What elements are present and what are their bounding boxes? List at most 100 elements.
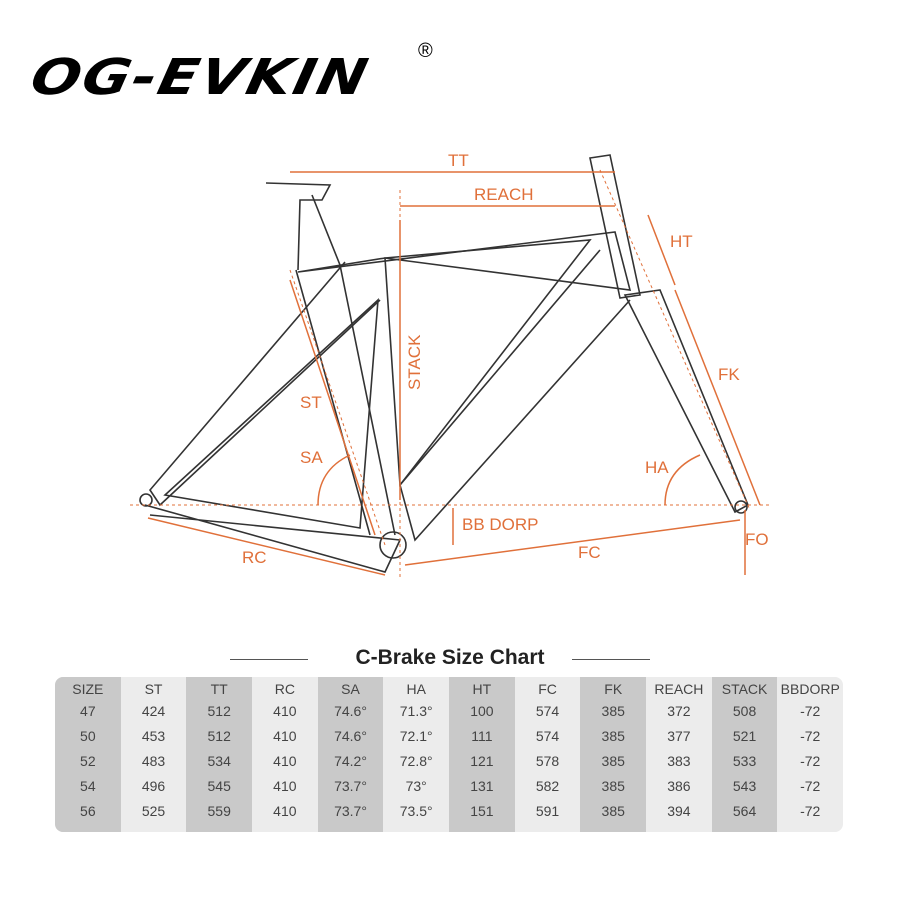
table-cell: 52 — [80, 753, 96, 769]
frame-geometry-diagram: TT REACH HT STACK FK ST SA HA BB DORP RC… — [130, 151, 770, 580]
table-cell: 545 — [207, 778, 231, 794]
seat-stay — [148, 261, 381, 507]
table-cell: 453 — [141, 728, 166, 744]
rear-dropout — [139, 493, 153, 507]
table-cell: 574 — [535, 703, 560, 719]
table-cell: 394 — [667, 803, 691, 819]
label-rc: RC — [242, 548, 267, 567]
table-cell: 385 — [601, 803, 625, 819]
table-column: HA 71.3° 72.1° 72.8° 73° 73.5° — [383, 677, 449, 832]
table-cell: 71.3° — [399, 703, 433, 719]
table-cell: 74.2° — [334, 753, 367, 769]
column-header: REACH — [654, 681, 704, 697]
table-cell: -72 — [800, 803, 821, 819]
table-cell: 496 — [141, 778, 166, 794]
table-cell: 72.8° — [399, 753, 433, 769]
label-ha: HA — [645, 458, 669, 477]
table-cell: 100 — [470, 703, 494, 719]
table-cell: 591 — [535, 803, 560, 819]
table-cell: 73° — [405, 778, 427, 794]
size-chart-title: C-Brake Size Chart — [355, 646, 545, 669]
label-fo: FO — [745, 530, 769, 549]
table-cell: 424 — [141, 703, 166, 719]
label-st: ST — [300, 393, 322, 412]
title-rule-right — [572, 659, 650, 660]
table-cell: 410 — [273, 803, 297, 819]
table-cell: 111 — [471, 728, 493, 744]
column-header: FC — [538, 681, 557, 697]
column-header: SA — [341, 681, 360, 697]
column-header: RC — [274, 681, 295, 697]
table-cell: 410 — [273, 728, 297, 744]
table-cell: 73.5° — [399, 803, 433, 819]
table-cell: -72 — [800, 753, 821, 769]
label-stack: STACK — [405, 334, 424, 390]
bottom-bracket — [379, 531, 407, 559]
inner-triangle — [384, 239, 592, 488]
rear-triangle — [163, 298, 379, 529]
column-header: TT — [210, 681, 228, 697]
table-cell: 410 — [273, 778, 297, 794]
table-cell: 525 — [141, 803, 166, 819]
registered-mark: ® — [418, 40, 433, 62]
table-cell: 410 — [273, 753, 297, 769]
table-cell: 574 — [535, 728, 560, 744]
table-cell: 385 — [601, 753, 625, 769]
table-cell: -72 — [800, 778, 821, 794]
table-cell: 534 — [207, 753, 231, 769]
top-tube — [297, 231, 632, 291]
table-cell: 74.6° — [334, 728, 367, 744]
table-cell: 582 — [535, 778, 560, 794]
column-header: HA — [406, 681, 426, 697]
column-header: FK — [604, 681, 623, 697]
table-column: FC 574 574 578 582 591 — [515, 677, 581, 832]
label-bb-drop: BB DORP — [462, 515, 539, 534]
table-cell: 512 — [207, 728, 231, 744]
table-cell: 72.1° — [399, 728, 433, 744]
column-header: BBDORP — [780, 681, 840, 697]
table-cell: 386 — [667, 778, 691, 794]
label-ht: HT — [670, 232, 693, 251]
table-cell: 74.6° — [334, 703, 367, 719]
label-sa: SA — [300, 448, 323, 467]
label-fc: FC — [578, 543, 601, 562]
table-cell: 564 — [732, 803, 757, 819]
table-cell: 385 — [601, 703, 625, 719]
column-header: HT — [472, 681, 492, 697]
dimension-lines — [147, 171, 761, 576]
table-column: ST 424 453 483 496 525 — [121, 677, 187, 832]
fork — [623, 289, 750, 514]
table-cell: 377 — [667, 728, 691, 744]
table-cell: 121 — [470, 753, 494, 769]
label-reach: REACH — [474, 185, 534, 204]
column-header: STACK — [721, 681, 768, 697]
table-cell: 521 — [732, 728, 757, 744]
table-cell: 578 — [535, 753, 560, 769]
down-tube — [399, 249, 631, 542]
column-header: ST — [144, 681, 163, 697]
table-cell: 533 — [732, 753, 757, 769]
table-column: STACK 508 521 533 543 564 — [711, 677, 778, 832]
table-cell: 54 — [80, 778, 96, 794]
table-cell: 483 — [141, 753, 166, 769]
table-cell: 543 — [732, 778, 757, 794]
table-column: BBDORP-72-72-72-72-72 — [777, 677, 843, 832]
table-cell: 512 — [207, 703, 231, 719]
table-cell: 73.7° — [334, 803, 367, 819]
table-cell: 410 — [273, 703, 297, 719]
table-cell: 151 — [470, 803, 494, 819]
front-dropout — [734, 500, 748, 514]
table-cell: 50 — [80, 728, 96, 744]
table-cell: 508 — [732, 703, 757, 719]
seatpost — [265, 182, 332, 271]
label-tt: TT — [448, 151, 469, 170]
table-cell: 385 — [601, 778, 625, 794]
head-tube — [589, 154, 641, 299]
table-cell: 47 — [80, 703, 96, 719]
